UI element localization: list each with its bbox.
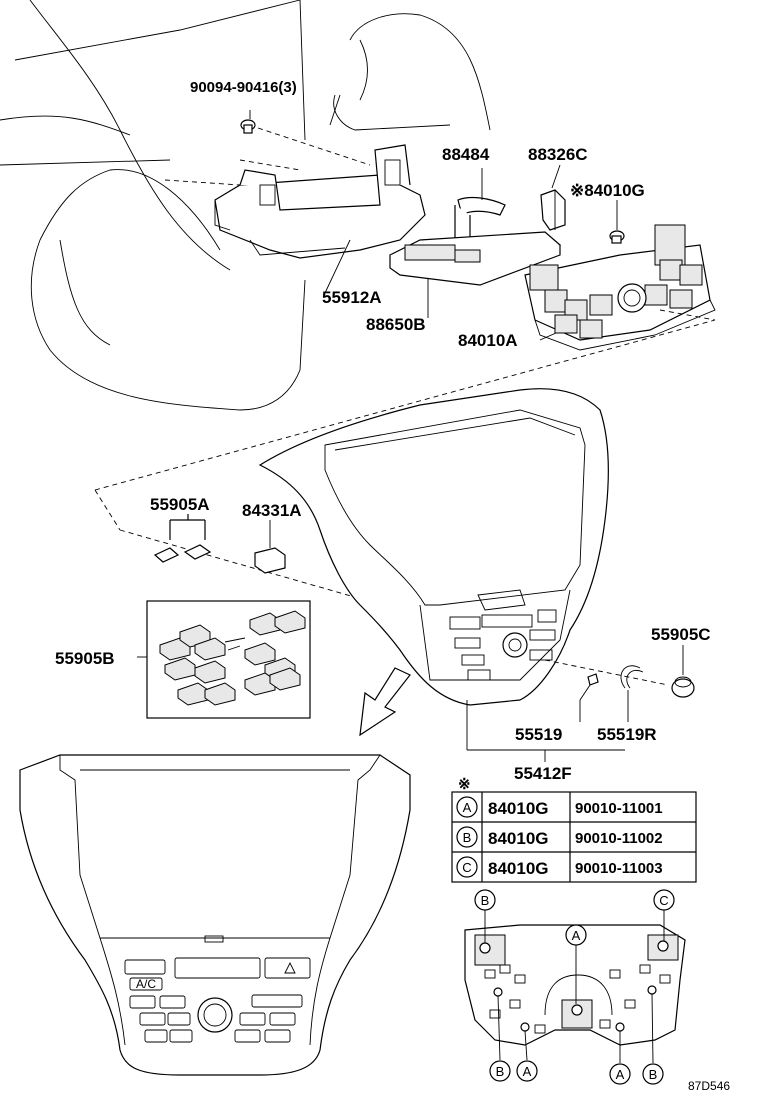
callout-bot-b1: B [489, 1060, 511, 1082]
clip-55519 [579, 673, 599, 722]
label-bracket: 55912A [322, 288, 382, 307]
callout-bot-b2: B [642, 1063, 664, 1085]
callout-bot-a1: A [516, 1060, 538, 1082]
label-panel: 55412F [514, 764, 572, 783]
bracket-55912a [164, 144, 426, 294]
svg-text:84010G: 84010G [488, 829, 549, 848]
label-connector: 88484 [442, 145, 490, 164]
cover-84331a [254, 520, 286, 574]
label-switch-a: 84010A [458, 331, 518, 350]
knob-set-55905b [137, 600, 311, 719]
svg-text:C: C [659, 893, 668, 908]
dashboard-outline [0, 0, 491, 411]
amp-88650b [389, 231, 562, 318]
switch-84010a [524, 224, 716, 351]
label-knob-a: 55905A [150, 495, 210, 514]
callout-top-b: B [474, 889, 496, 911]
knob-55905c [544, 645, 695, 698]
switch-board-drawing [464, 910, 686, 1064]
label-clip: 88326C [528, 145, 588, 164]
table-marker: ※ [458, 776, 471, 793]
svg-text:C: C [462, 860, 471, 875]
svg-text:A: A [572, 928, 581, 943]
svg-text:84010G: 84010G [488, 799, 549, 818]
callout-top-a: A [565, 924, 587, 946]
exploded-view-line-3 [119, 529, 366, 601]
connector-88484 [454, 168, 506, 241]
svg-text:90010-11002: 90010-11002 [575, 830, 663, 847]
svg-text:B: B [496, 1064, 505, 1079]
callout-top-c: C [653, 889, 675, 911]
svg-text:B: B [463, 830, 472, 845]
callout-bot-a2: A [609, 1063, 631, 1085]
svg-text:A: A [463, 800, 472, 815]
ring-55519r [620, 665, 644, 722]
label-cover: 84331A [242, 501, 302, 520]
label-55519: 55519 [515, 725, 562, 744]
label-amp: 88650B [366, 315, 426, 334]
svg-text:84010G: 84010G [488, 859, 549, 878]
svg-text:B: B [649, 1067, 658, 1082]
label-knob-b: 55905B [55, 649, 115, 668]
svg-text:A: A [616, 1067, 625, 1082]
svg-text:90010-11003: 90010-11003 [575, 860, 663, 877]
table-row: C 84010G 90010-11003 [456, 856, 663, 878]
svg-text:A: A [523, 1064, 532, 1079]
bolt-90094 [240, 110, 371, 166]
label-55519r: 55519R [597, 725, 657, 744]
table-row: B 84010G 90010-11002 [456, 826, 663, 848]
bezel-55412f [258, 388, 625, 762]
pins-55905a [153, 514, 212, 563]
exploded-view-line-2 [94, 489, 121, 531]
label-bolt: 90094-90416(3) [190, 79, 297, 96]
clip-88326c [540, 164, 566, 231]
label-knob-c: 55905C [651, 625, 711, 644]
label-switch-g: ※84010G [570, 181, 645, 200]
exploded-view-line [94, 319, 716, 491]
front-panel-drawing: A/C [19, 754, 411, 1076]
drawing-code: 87D546 [688, 1079, 730, 1093]
svg-text:B: B [481, 893, 490, 908]
table-row: A 84010G 90010-11001 [456, 796, 663, 818]
screw-84010g [609, 200, 625, 244]
direction-arrow [359, 667, 411, 737]
variant-table: ※ A 84010G 90010-11001 B 84010G 90010-11… [451, 776, 697, 883]
ac-text: A/C [136, 977, 156, 991]
svg-text:90010-11001: 90010-11001 [575, 800, 663, 817]
